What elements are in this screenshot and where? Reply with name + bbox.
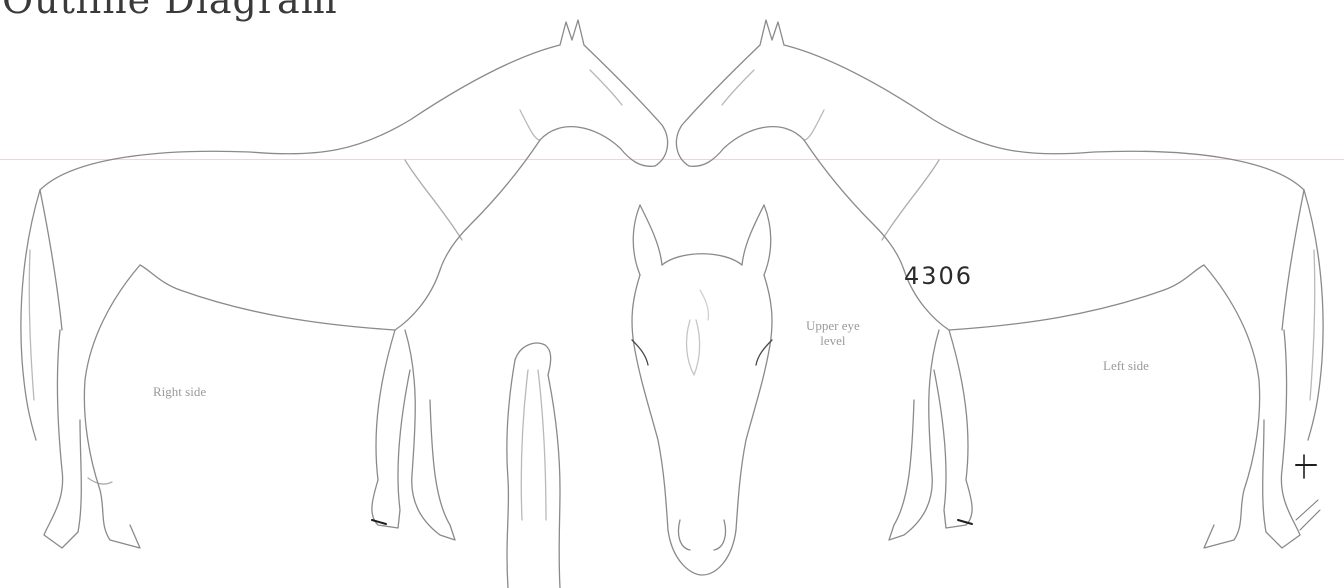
upper-eye-level-line1: Upper eye	[806, 318, 860, 333]
upper-eye-level-label: Upper eye level	[806, 318, 860, 348]
horse-right-side-outline	[21, 20, 668, 548]
left-side-label: Left side	[1103, 358, 1149, 374]
upper-eye-level-line2: level	[806, 333, 860, 348]
horse-head-front-outline	[632, 205, 772, 575]
horse-left-side-outline	[676, 20, 1323, 548]
right-side-label: Right side	[153, 384, 206, 400]
handwritten-id-annotation: 4306	[904, 262, 973, 290]
leg-rear-view-outline	[507, 343, 560, 588]
